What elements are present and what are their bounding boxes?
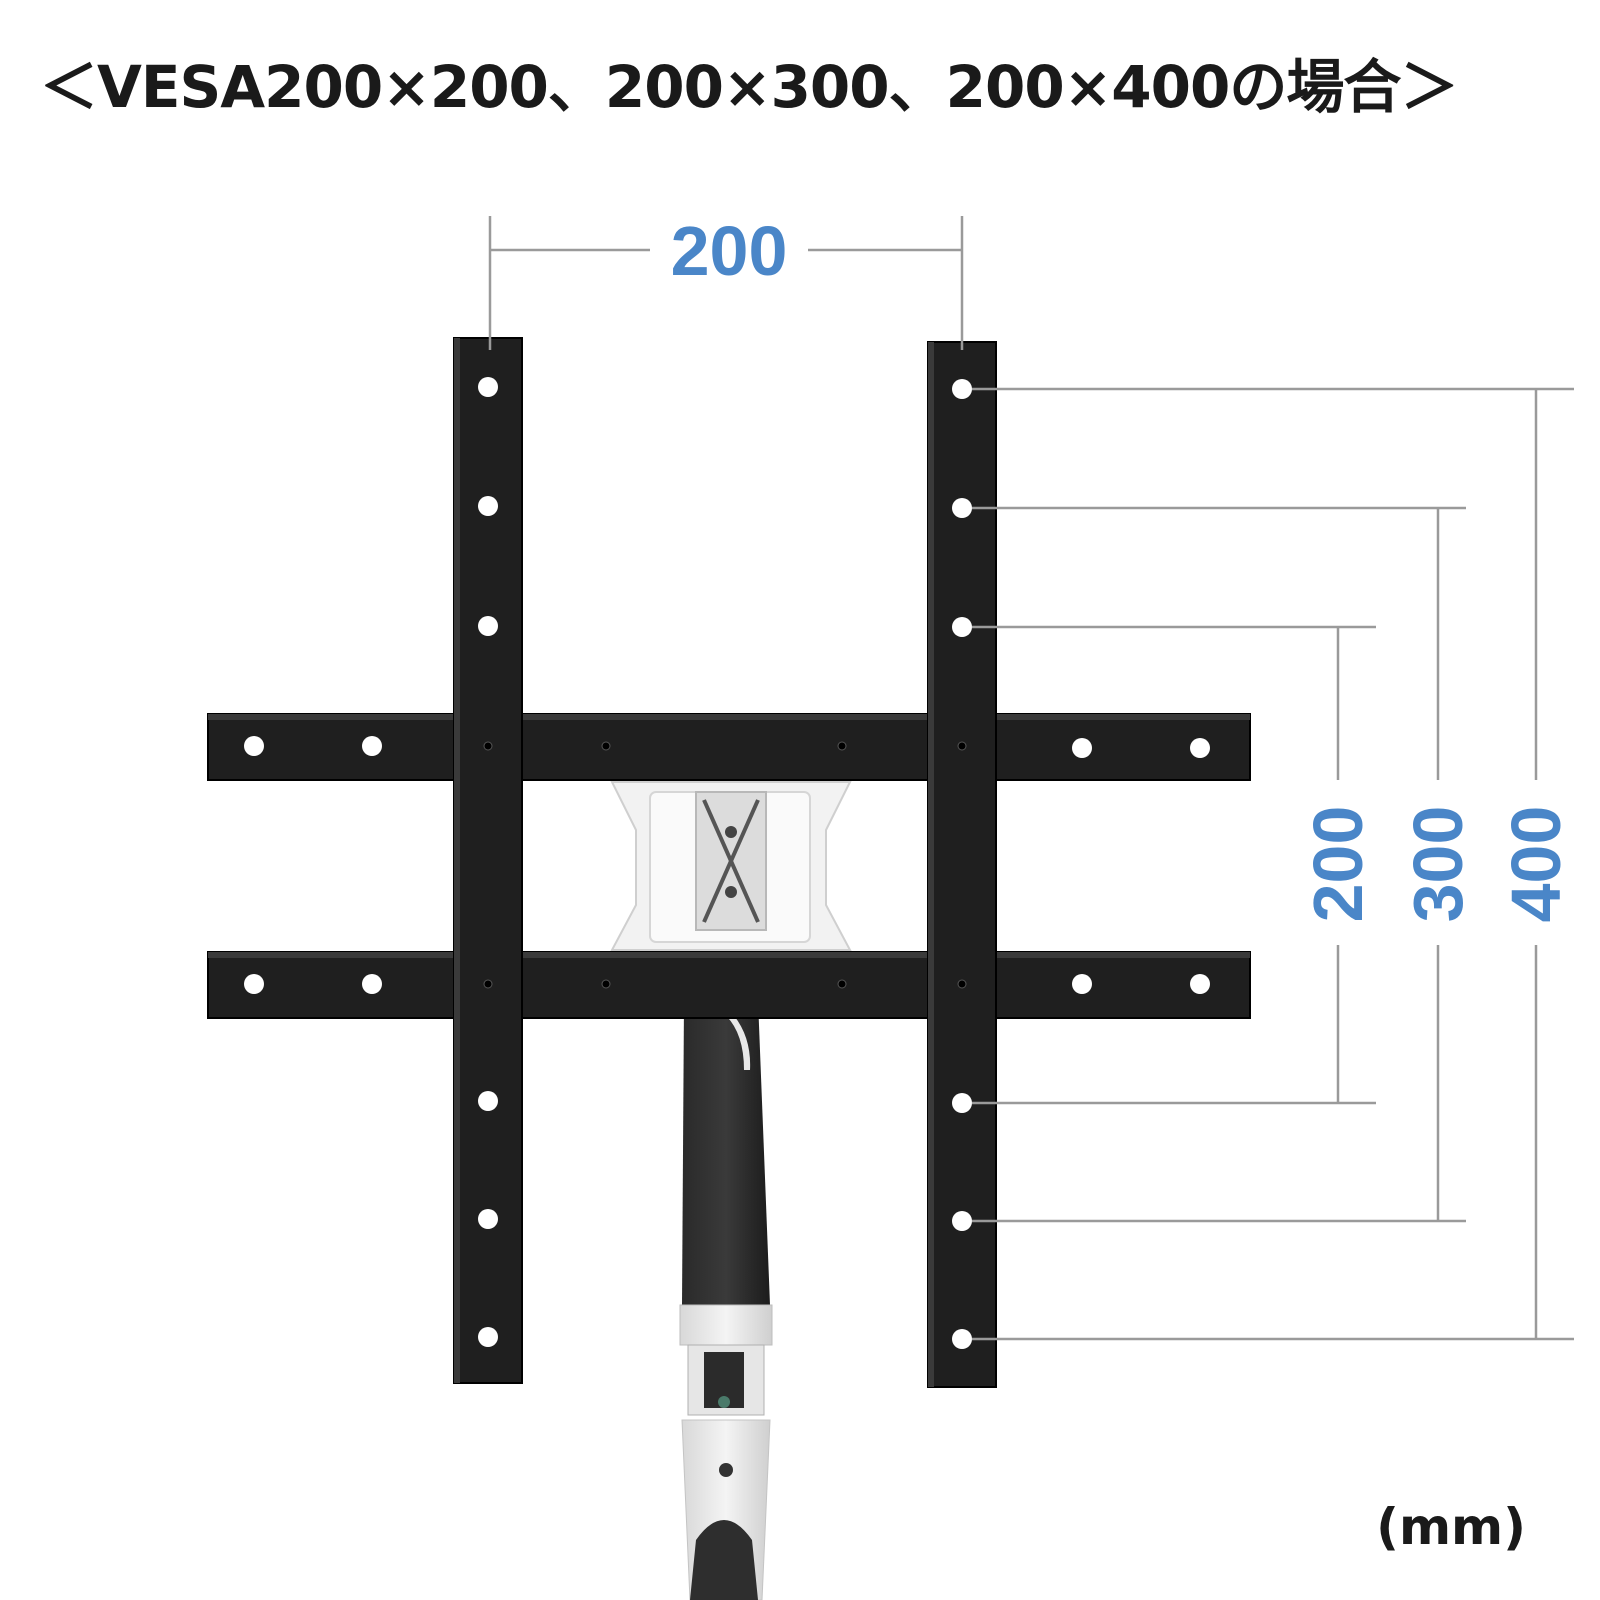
adapter-plate [610,781,852,951]
hole [952,379,972,399]
unit-label: (mm) [1376,1498,1526,1556]
hole [952,617,972,637]
rail-holes [478,377,972,1349]
monitor-arm [679,1000,773,1600]
bar-holes [244,736,1210,994]
hole [478,496,498,516]
hole [952,498,972,518]
height-400-label: 400 [1497,806,1575,923]
hole [952,1093,972,1113]
height-300-label: 300 [1399,806,1477,923]
hole [952,1211,972,1231]
vertical-dimension-lines [972,387,1574,1341]
height-200-label: 200 [1299,806,1377,923]
width-200-label: 200 [671,212,788,290]
hole [478,1209,498,1229]
hole [478,377,498,397]
hole [478,1091,498,1111]
hole [478,1327,498,1347]
hole [478,616,498,636]
page-title: ＜VESA200×200、200×300、200×400の場合＞ [40,53,1458,121]
hole [952,1329,972,1349]
horizontal-dimension [488,216,964,350]
